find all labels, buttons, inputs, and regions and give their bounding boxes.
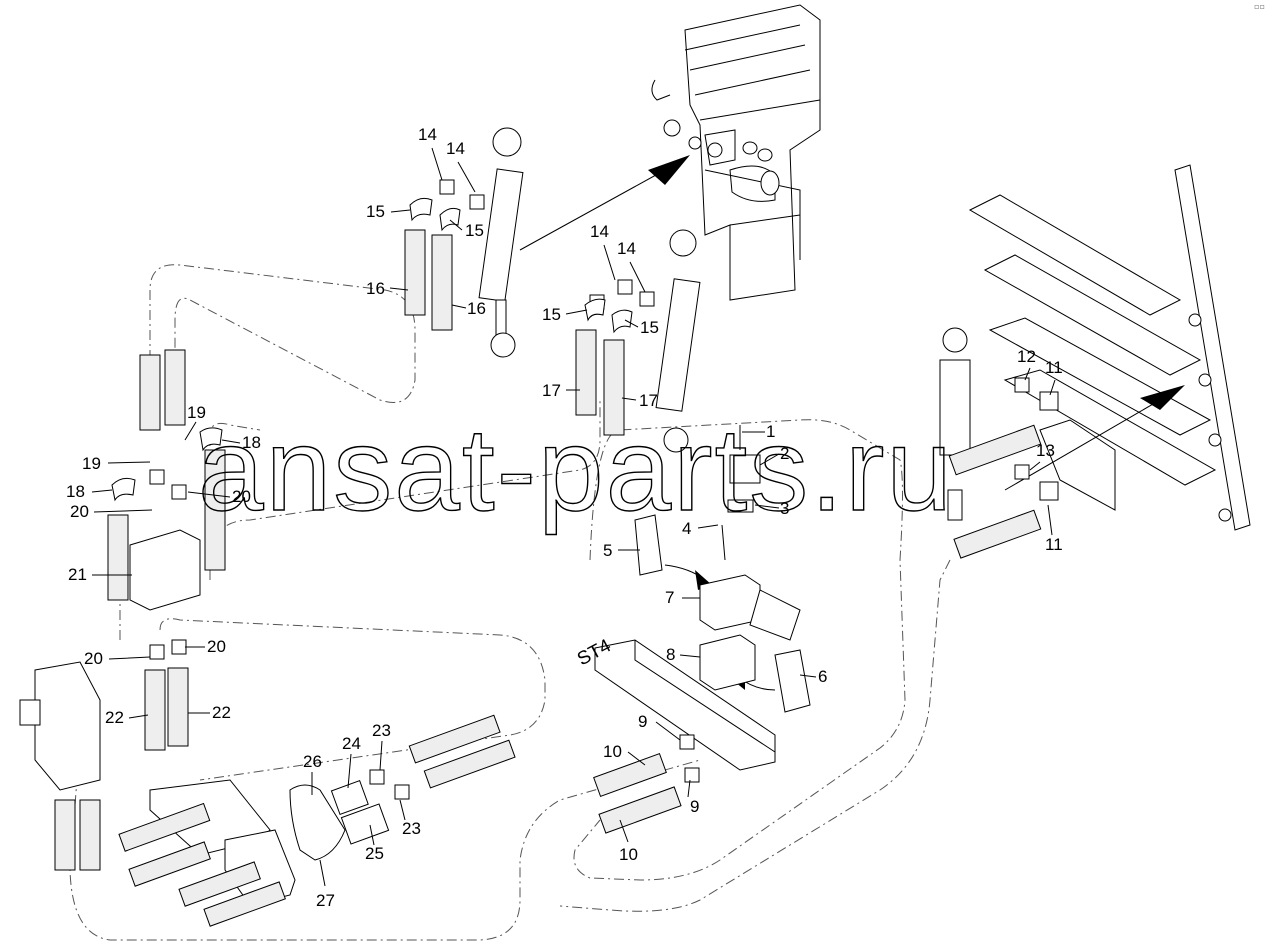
callout-label: 20 xyxy=(84,649,103,668)
callout-label: 7 xyxy=(665,588,674,607)
fittings-9-10 xyxy=(593,734,700,834)
fittings-11-13 xyxy=(948,377,1059,559)
callout-label: 18 xyxy=(66,482,85,501)
callout-labels: 14 14 15 15 16 16 14 14 15 15 17 17 1 2 … xyxy=(66,125,1063,910)
hydraulic-cylinder-right xyxy=(939,327,971,521)
callout-label: 8 xyxy=(666,645,675,664)
callout-label: 20 xyxy=(70,502,89,521)
callout-label: 13 xyxy=(1036,441,1055,460)
callout-label: 14 xyxy=(590,222,609,241)
callout-label: 20 xyxy=(207,637,226,656)
quick-coupler-plate xyxy=(118,714,516,927)
callout-label: 21 xyxy=(68,565,87,584)
callout-label: 23 xyxy=(372,721,391,740)
callout-label: 14 xyxy=(617,239,636,258)
callout-label: 19 xyxy=(187,403,206,422)
callout-label: 24 xyxy=(342,734,361,753)
callout-label: 16 xyxy=(366,279,385,298)
callout-label: 16 xyxy=(467,299,486,318)
callout-label: 11 xyxy=(1045,535,1063,554)
callout-label: 14 xyxy=(418,125,437,144)
callout-label: 18 xyxy=(242,433,261,452)
callout-label: 15 xyxy=(542,305,561,324)
callout-label: 20 xyxy=(232,487,251,506)
callout-label: 17 xyxy=(542,381,561,400)
callout-label: 19 xyxy=(82,454,101,473)
valve-components-center xyxy=(634,425,811,713)
callout-label: 5 xyxy=(603,541,612,560)
watermark-text: ansat-parts.ru xyxy=(198,404,954,536)
callout-label: 15 xyxy=(465,221,484,240)
callout-label: 10 xyxy=(619,845,638,864)
manifold-st4 xyxy=(594,639,776,771)
hydraulic-cylinder-middle xyxy=(655,229,701,453)
callout-label: 9 xyxy=(690,797,699,816)
callout-label: 2 xyxy=(780,444,789,463)
callout-label: 27 xyxy=(316,891,335,910)
callout-label: 25 xyxy=(365,844,384,863)
callout-label: 1 xyxy=(766,422,775,441)
callout-label: 4 xyxy=(682,519,691,538)
corner-mark: ▫▫ xyxy=(1254,2,1265,11)
callout-label: 22 xyxy=(212,703,231,722)
callout-label: 6 xyxy=(818,667,827,686)
callout-label: 22 xyxy=(105,708,124,727)
valve-block-21 xyxy=(107,349,226,751)
machine-frame xyxy=(651,4,821,301)
callout-label: 26 xyxy=(303,752,322,771)
hose-fittings-upper xyxy=(404,179,655,436)
callout-label: 17 xyxy=(639,391,658,410)
callout-label: 15 xyxy=(366,202,385,221)
callout-label: 9 xyxy=(638,712,647,731)
control-unit-left xyxy=(19,661,101,871)
callout-label: 15 xyxy=(640,318,659,337)
callout-label: 23 xyxy=(402,819,421,838)
callout-label: 14 xyxy=(446,139,465,158)
callout-label: 12 xyxy=(1017,347,1036,366)
callout-label: 10 xyxy=(603,742,622,761)
grille-assembly xyxy=(968,164,1251,531)
leader-lines xyxy=(91,147,1056,887)
callout-label: 11 xyxy=(1045,358,1063,377)
callout-label: 3 xyxy=(780,499,789,518)
hydraulic-cylinder-upper xyxy=(478,127,524,358)
